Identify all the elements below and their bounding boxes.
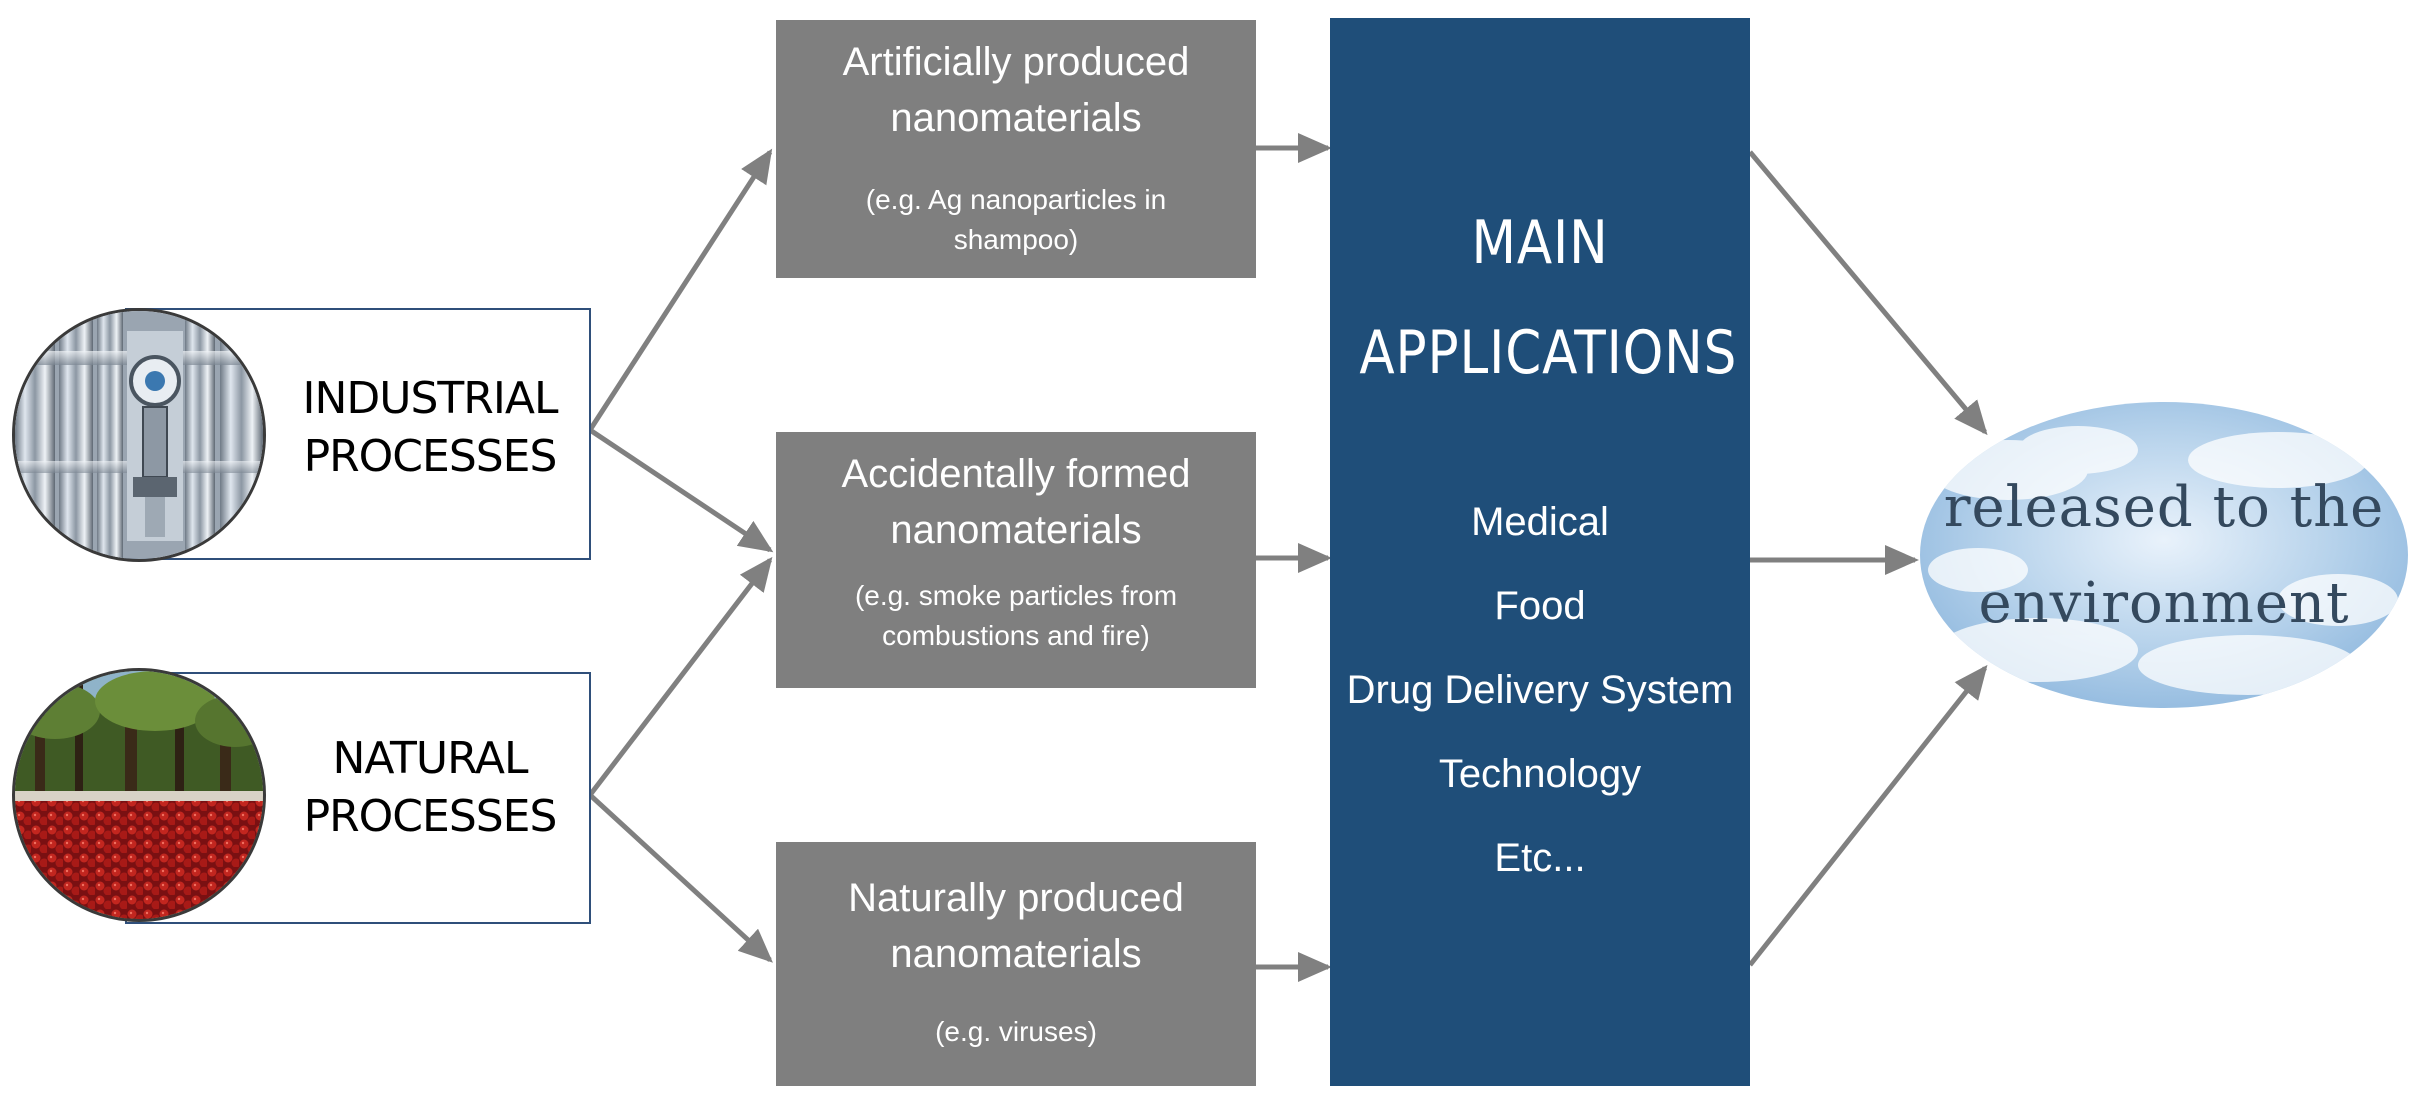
environment-line-1: released to the [1943,475,2385,540]
natural-title-line-2: nanomaterials [890,932,1142,976]
natural-processes-line-1: NATURAL [332,733,528,784]
natural-nanomaterials-box: Naturally produced nanomaterials (e.g. v… [776,842,1256,1086]
environment-label: released to the environment [1918,460,2410,652]
arrow-industrial-to-accidental [588,427,774,553]
industrial-machinery-image [12,308,266,562]
sky-clouds-image [1920,402,2408,708]
application-item: Etc... [1494,836,1586,880]
artificial-nanomaterials-example: (e.g. Ag nanoparticles in shampoo) [776,180,1256,260]
main-applications-box: MAIN APPLICATIONS Medical Food Drug Deli… [1330,18,1750,1086]
artificial-title-line-1: Artificially produced [842,40,1190,84]
environment-ellipse: released to the environment [1918,400,2410,710]
artificial-nanomaterials-box: Artificially produced nanomaterials (e.g… [776,20,1256,278]
natural-example-line-1: (e.g. viruses) [935,1016,1097,1047]
artificial-nanomaterials-title: Artificially produced nanomaterials [776,34,1256,146]
application-item: Drug Delivery System [1346,668,1734,712]
accidental-nanomaterials-box: Accidentally formed nanomaterials (e.g. … [776,432,1256,688]
accidental-title-line-1: Accidentally formed [841,452,1191,496]
main-title-line-1: MAIN [1471,208,1609,278]
artificial-example-line-1: (e.g. Ag nanoparticles in [865,184,1167,215]
environment-line-2: environment [1978,571,2350,636]
application-item: Food [1494,584,1586,628]
arrow-natural-to-accidental [588,556,773,797]
arrow-main-to-environment-top [1748,150,1988,436]
main-title-line-2: APPLICATIONS [1359,318,1738,388]
application-item: Medical [1471,500,1609,544]
coffee-cherries-forest-image [12,668,266,922]
artificial-title-line-2: nanomaterials [890,96,1142,140]
main-applications-title: MAIN APPLICATIONS [1359,188,1738,408]
arrow-natural-to-natural [588,793,773,963]
natural-processes-label: NATURAL PROCESSES [275,730,585,846]
industrial-processes-line-2: PROCESSES [303,431,558,482]
applications-list: Medical Food Drug Delivery System Techno… [1330,480,1750,900]
accidental-nanomaterials-title: Accidentally formed nanomaterials [776,446,1256,558]
accidental-nanomaterials-example: (e.g. smoke particles from combustions a… [776,576,1256,656]
artificial-example-line-2: shampoo) [953,224,1079,255]
arrow-industrial-to-artificial [587,148,773,432]
accidental-example-line-2: combustions and fire) [882,620,1150,651]
natural-nanomaterials-title: Naturally produced nanomaterials [776,870,1256,982]
industrial-processes-label: INDUSTRIAL PROCESSES [275,370,585,486]
industrial-processes-line-1: INDUSTRIAL [302,373,559,424]
natural-title-line-1: Naturally produced [848,876,1184,920]
natural-processes-line-2: PROCESSES [303,791,558,842]
accidental-example-line-1: (e.g. smoke particles from [854,580,1178,611]
arrow-main-to-environment-bottom [1748,664,1988,967]
application-item: Technology [1438,752,1642,796]
accidental-title-line-2: nanomaterials [890,508,1142,552]
natural-nanomaterials-example: (e.g. viruses) [776,1012,1256,1052]
